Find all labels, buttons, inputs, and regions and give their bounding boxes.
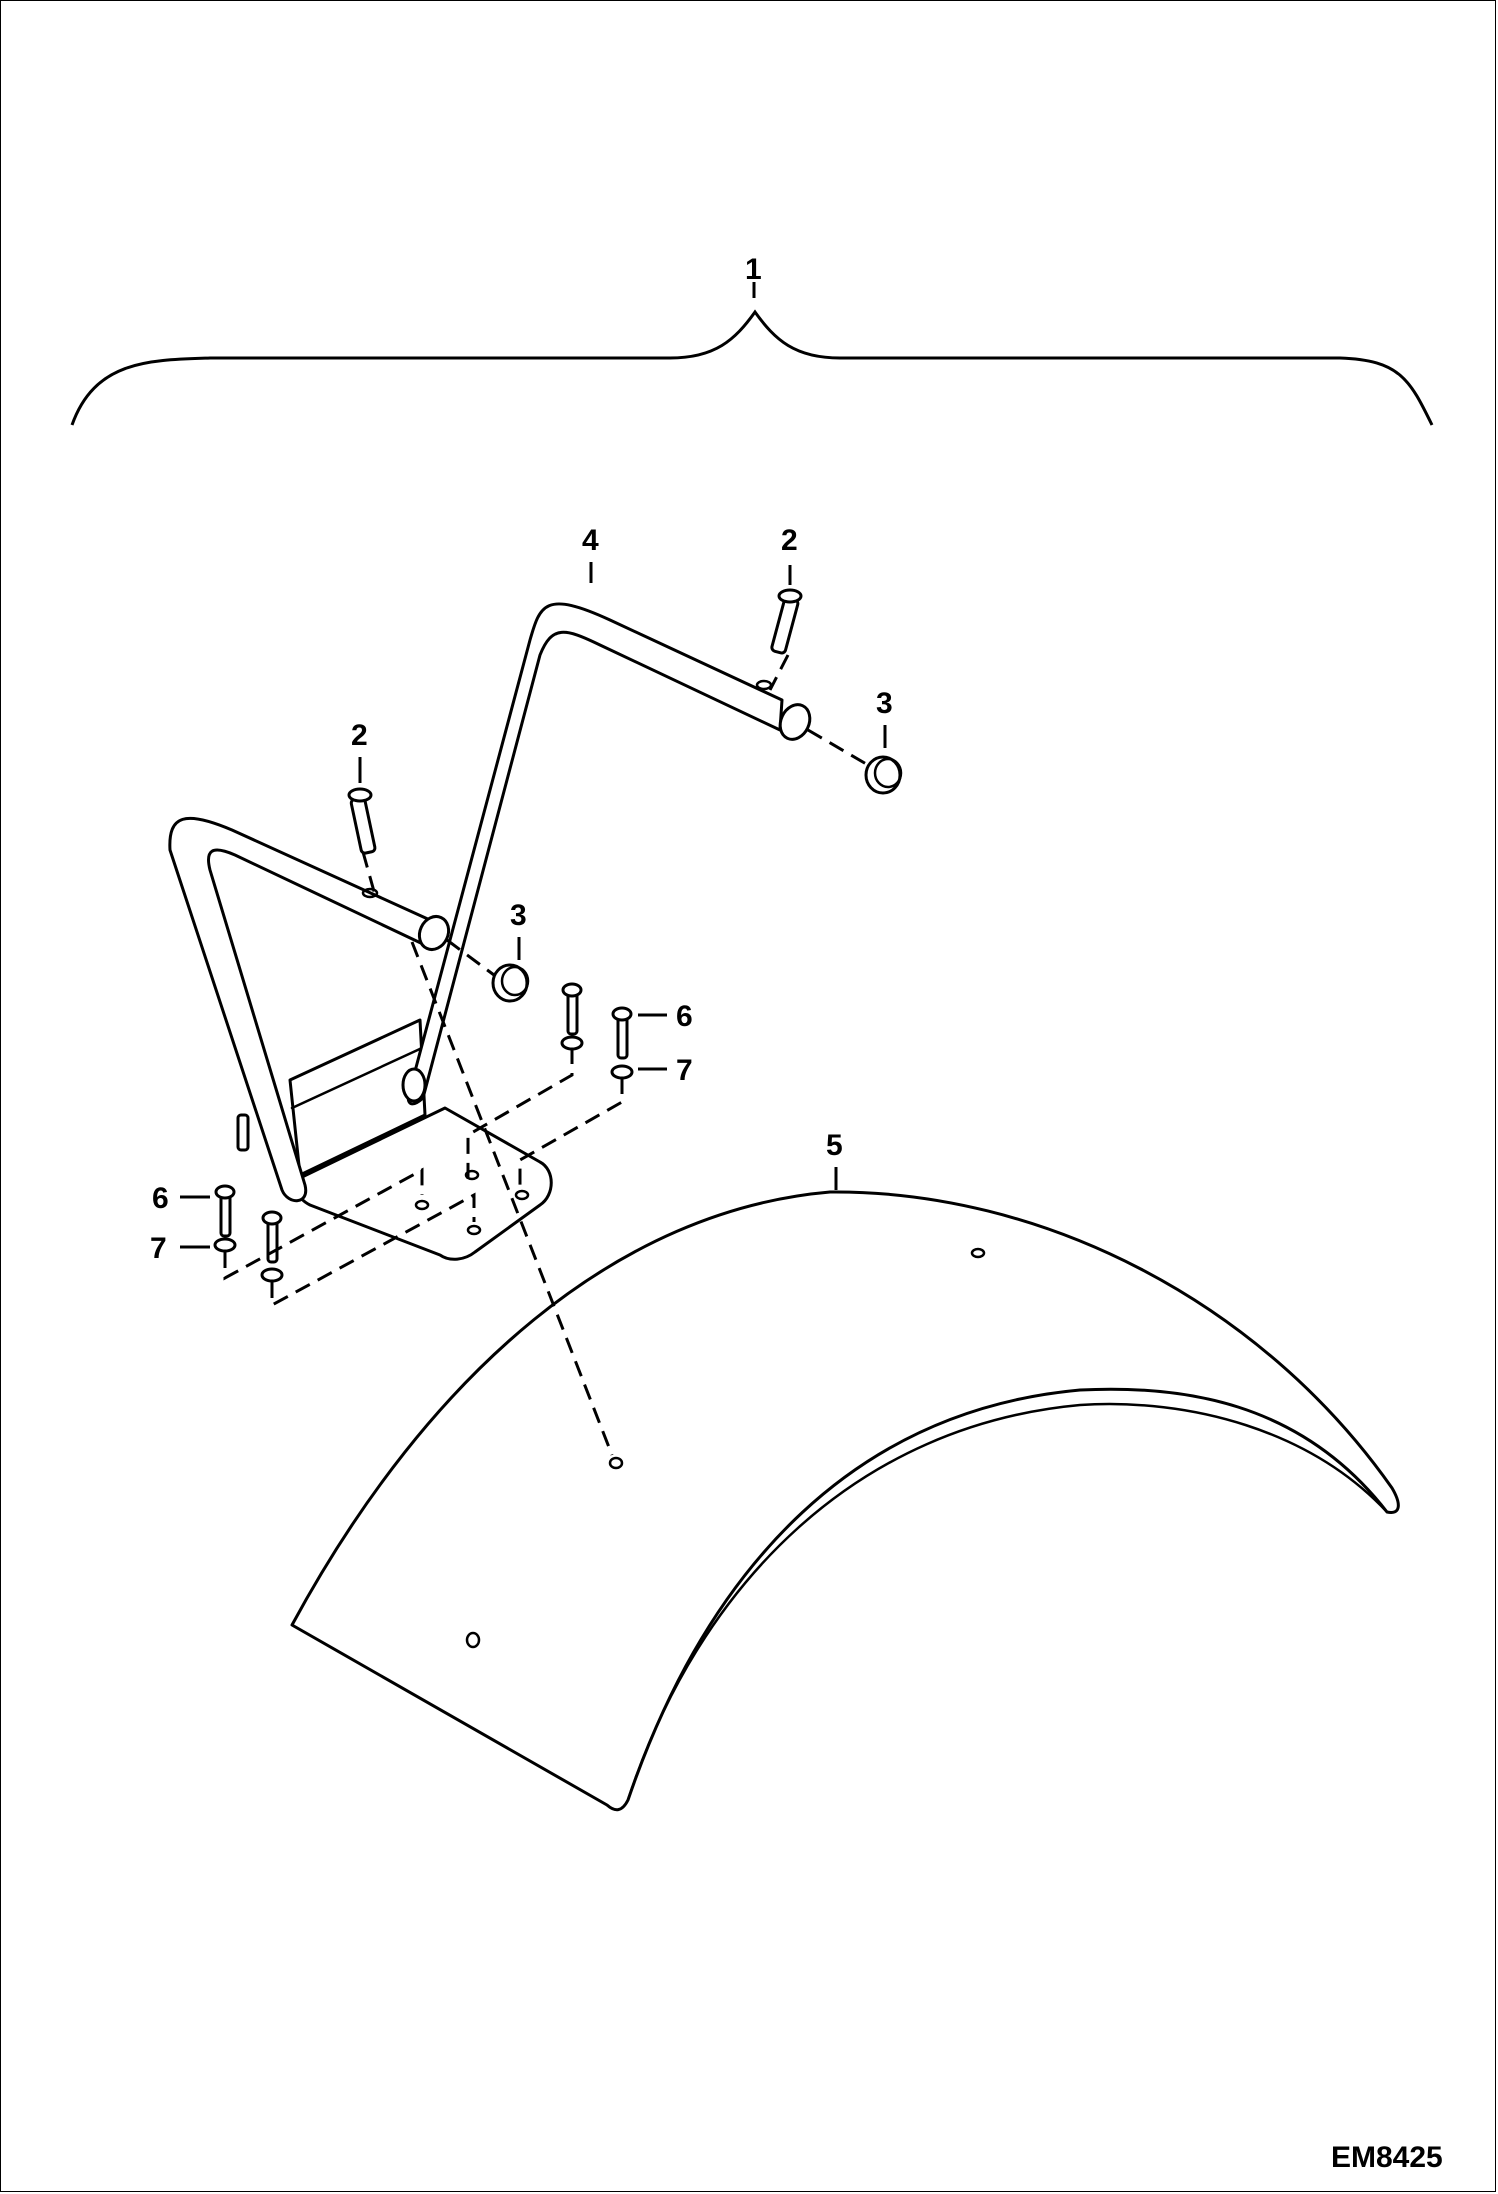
bolt-left-front bbox=[260, 1210, 284, 1283]
callout-cap-lower: 3 bbox=[510, 899, 527, 932]
bolt-right bbox=[610, 1006, 634, 1080]
callout-pin-lower: 2 bbox=[351, 719, 368, 752]
callout-fender: 5 bbox=[826, 1129, 843, 1162]
callout-pin-upper: 2 bbox=[781, 524, 798, 557]
cap-lower bbox=[491, 963, 530, 1003]
leader-lines bbox=[180, 282, 887, 1249]
callout-bolt-left: 6 bbox=[152, 1182, 169, 1215]
assembly-lines bbox=[223, 654, 869, 1456]
fender bbox=[290, 1190, 1400, 1812]
callout-handle: 4 bbox=[582, 524, 599, 557]
handle-tube bbox=[168, 602, 812, 1203]
bolt-left bbox=[213, 1184, 237, 1253]
mounting-plate bbox=[288, 1018, 553, 1261]
callout-washer-right: 7 bbox=[676, 1054, 693, 1087]
callout-bolt-right: 6 bbox=[676, 1000, 693, 1033]
bolt-right-front bbox=[560, 982, 584, 1051]
callout-washer-left: 7 bbox=[150, 1232, 167, 1265]
cap-upper bbox=[864, 755, 903, 795]
assembly-bracket bbox=[70, 309, 1434, 426]
drawing-number: EM8425 bbox=[1331, 2141, 1443, 2174]
pin-upper bbox=[770, 588, 803, 655]
callout-assembly: 1 bbox=[745, 253, 762, 286]
pin-lower bbox=[347, 787, 377, 855]
callout-cap-upper: 3 bbox=[876, 687, 893, 720]
